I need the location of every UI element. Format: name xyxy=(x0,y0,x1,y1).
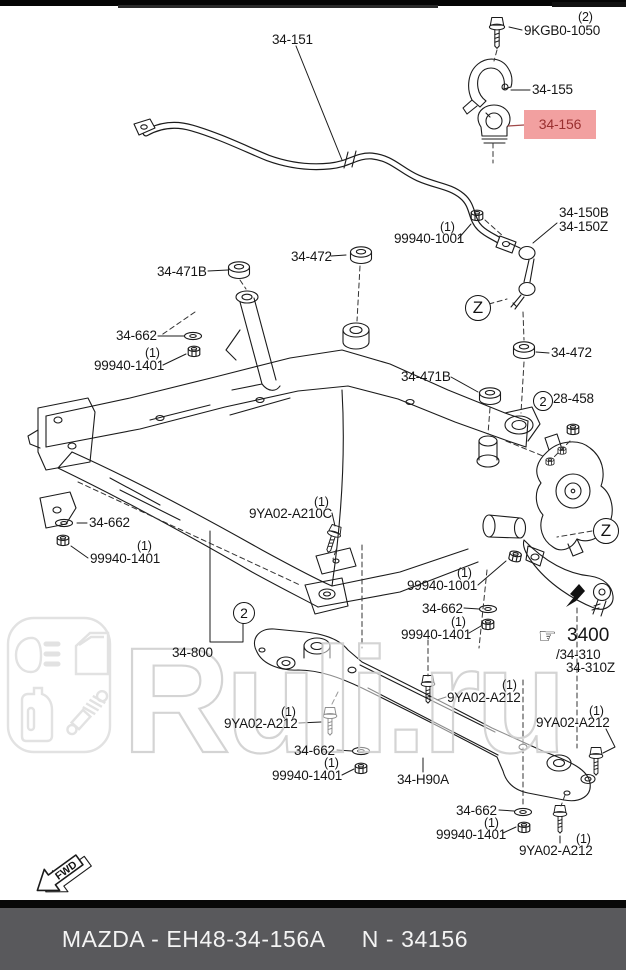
callout-circle-Z: Z xyxy=(593,518,619,544)
callout-circle-2: 2 xyxy=(233,602,255,624)
part-label: 34-662 xyxy=(294,743,335,758)
part-label: 34-800 xyxy=(172,645,213,660)
top-scan-strip-2 xyxy=(118,5,438,8)
part-label: 99940-1401 xyxy=(90,551,161,566)
footer-part-code: MAZDA - EH48-34-156A xyxy=(61,925,326,952)
part-label: /34-310 xyxy=(556,647,601,662)
quantity-label: (1) xyxy=(440,220,455,234)
quantity-label: (1) xyxy=(137,539,152,553)
part-label: 99940-1401 xyxy=(401,627,472,642)
pointing-hand-icon: ☞ xyxy=(538,625,557,648)
top-scan-strip xyxy=(0,0,626,6)
part-label: 99940-1401 xyxy=(94,358,165,373)
part-label: 34-472 xyxy=(551,345,592,360)
diagram-line-art: FWD xyxy=(27,16,616,893)
leader-lines xyxy=(70,26,616,844)
quantity-label: (2) xyxy=(578,10,593,24)
part-label: 34-150Z xyxy=(559,219,608,234)
part-label: 34-471B xyxy=(401,369,451,384)
stabilizer-bracket xyxy=(462,58,513,115)
part-label: 34-471B xyxy=(157,264,207,279)
callout-circle-Z: Z xyxy=(465,295,491,321)
quantity-label: (1) xyxy=(576,832,591,846)
quantity-label: (1) xyxy=(502,678,517,692)
part-label: 34-151 xyxy=(272,32,313,47)
part-label: 99940-1401 xyxy=(272,768,343,783)
footer-divider-strip xyxy=(0,900,626,908)
part-label: 9YA02-A212 xyxy=(519,843,593,858)
part-label: 34-662 xyxy=(422,601,463,616)
quantity-label: (1) xyxy=(145,346,160,360)
projection-lines xyxy=(77,49,593,807)
part-label: 9YA02-A210C xyxy=(249,506,333,521)
part-label-highlighted[interactable]: 34-156 xyxy=(524,110,596,139)
part-label: 34-150B xyxy=(559,205,609,220)
stabilizer-bar xyxy=(133,118,517,254)
quantity-label: (1) xyxy=(484,816,499,830)
part-label: 9KGB0-1050 xyxy=(524,23,601,38)
quantity-label: (1) xyxy=(324,756,339,770)
part-label: 9YA02-A212 xyxy=(224,716,298,731)
footer-bar: MAZDA - EH48-34-156A N - 34156 xyxy=(0,908,626,970)
part-label: 34-472 xyxy=(291,249,332,264)
part-label: 34-H90A xyxy=(397,772,449,787)
part-label: 34-155 xyxy=(532,82,573,97)
quantity-label: (1) xyxy=(314,495,329,509)
subframe xyxy=(27,290,541,615)
steering-knuckle xyxy=(535,433,613,557)
part-label: 9YA02-A212 xyxy=(536,715,610,730)
stabilizer-link xyxy=(508,242,536,310)
quantity-label: (1) xyxy=(457,566,472,580)
top-scan-strip-3 xyxy=(552,2,626,7)
part-label: 99940-1001 xyxy=(407,578,478,593)
callout-circle-2: 2 xyxy=(533,391,553,411)
part-label: 34-662 xyxy=(89,515,130,530)
part-label: 9YA02-A212 xyxy=(447,690,521,705)
part-label: 34-662 xyxy=(456,803,497,818)
part-label: 34-310Z xyxy=(566,660,615,675)
quantity-label: (1) xyxy=(589,704,604,718)
quantity-label: (1) xyxy=(451,615,466,629)
quantity-label: (1) xyxy=(281,705,296,719)
part-label: 34-662 xyxy=(116,328,157,343)
part-label: 3400 xyxy=(567,625,610,646)
footer-part-number: N - 34156 xyxy=(361,925,469,952)
part-label: 99940-1401 xyxy=(436,827,507,842)
lower-control-arm xyxy=(522,539,614,617)
part-label: 99940-1001 xyxy=(394,231,465,246)
part-label: 28-458 xyxy=(553,391,594,406)
stabilizer-bushing xyxy=(477,104,511,144)
